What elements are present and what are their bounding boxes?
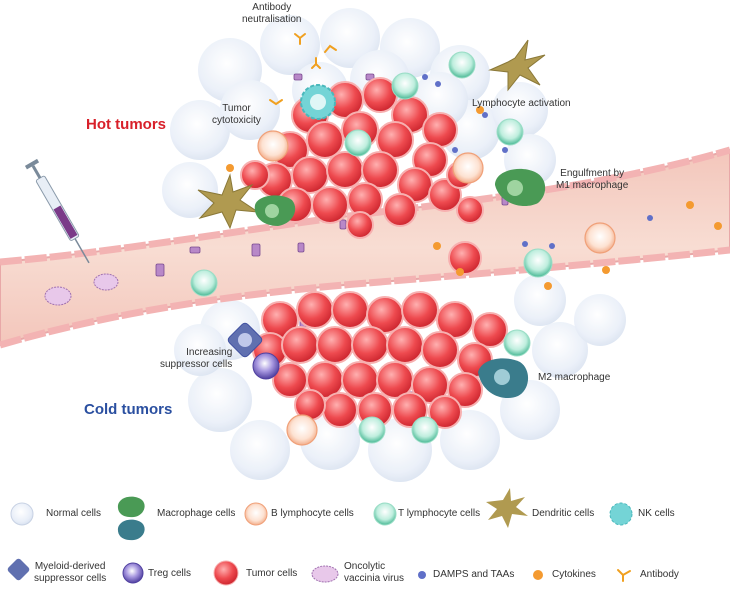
m2-macrophage <box>478 358 529 399</box>
treg-cell <box>252 352 280 380</box>
legend-tumor-cells: Tumor cells <box>246 568 298 579</box>
lymphocyte-activation-label: Lymphocyte activation <box>472 98 571 109</box>
antibody-particles <box>269 33 337 106</box>
hot-tumor-mass <box>240 77 484 239</box>
legend-treg-icon <box>122 562 144 584</box>
t-lymphocyte-cells <box>190 51 553 444</box>
antibody-neutralisation-label: Antibody neutralisation <box>242 2 302 25</box>
legend-antibody: Antibody <box>640 569 679 580</box>
legend-treg-cells: Treg cells <box>148 568 191 579</box>
legend-icons <box>7 488 633 586</box>
mdsc-cell <box>227 322 263 358</box>
virus-particles <box>44 273 119 306</box>
legend-nk-icon <box>609 502 633 526</box>
damps-particles <box>422 74 653 249</box>
dendritic-cells <box>197 39 546 230</box>
b-lymphocyte-cells <box>257 130 616 446</box>
legend-dendritic-cells: Dendritic cells <box>532 508 595 519</box>
legend-macrophage-icon <box>117 496 145 518</box>
legend-tumor-icon <box>213 560 239 586</box>
legend-t-lymphocyte-cells: T lymphocyte cells <box>398 508 481 519</box>
m2-macrophage-label: M2 macrophage <box>538 372 611 383</box>
legend-oncolytic-virus: Oncolytic vaccinia virus <box>344 561 405 584</box>
cytokine-particles <box>226 106 722 290</box>
tumor-cytotoxicity-label: Tumor cytotoxicity <box>212 103 261 126</box>
legend-b-lymphocyte-cells: B lymphocyte cells <box>271 508 354 519</box>
legend-virus-icon <box>311 565 339 583</box>
cold-tumors-title: Cold tumors <box>84 401 173 418</box>
legend-normal-cells: Normal cells <box>46 508 102 519</box>
syringe-icon <box>24 158 90 264</box>
nk-cell <box>300 84 336 120</box>
legend-mdsc-icon <box>7 558 30 581</box>
legend-damps-icon <box>418 571 426 579</box>
legend-dendritic-icon <box>486 488 528 528</box>
legend-nk-cells: NK cells <box>638 508 675 519</box>
legend-mdsc: Myeloid-derived suppressor cells <box>34 561 107 584</box>
circulating-tumor-cell <box>448 241 482 275</box>
legend-normal-cell-icon <box>10 502 34 526</box>
legend-antibody-icon <box>617 569 631 582</box>
increasing-suppressor-label: Increasing suppressor cells <box>160 347 233 370</box>
m1-macrophages <box>254 168 546 226</box>
legend-macrophage-cells: Macrophage cells <box>157 508 236 519</box>
legend-b-cell-icon <box>244 502 268 526</box>
cold-tumor-mass <box>252 291 508 429</box>
legend-damps-taas: DAMPS and TAAs <box>433 569 515 580</box>
engulfment-label: Engulfment by M1 macrophage <box>556 168 629 191</box>
hot-tumors-title: Hot tumors <box>86 116 166 133</box>
legend-t-cell-icon <box>373 502 397 526</box>
blood-vessel <box>0 146 730 349</box>
legend-cytokine-icon <box>533 570 543 580</box>
legend-cytokines: Cytokines <box>552 569 596 580</box>
